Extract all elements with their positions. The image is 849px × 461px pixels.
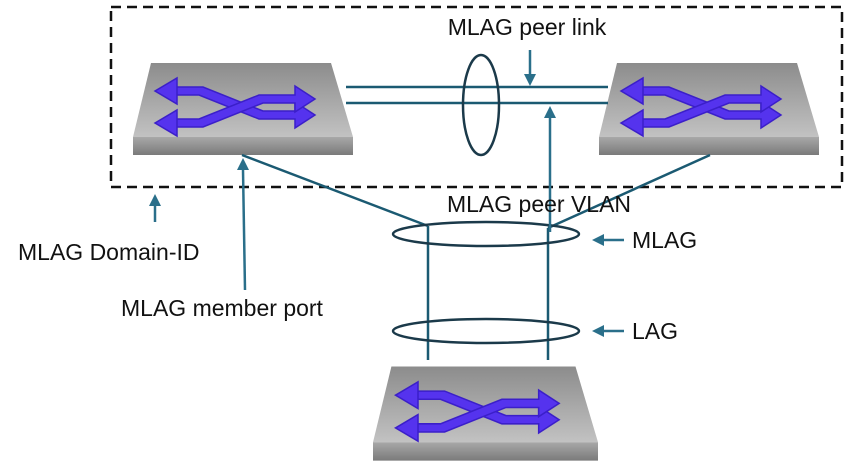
- lag-ellipse: [391, 317, 581, 345]
- switch-left-icon: [133, 62, 353, 155]
- uplink-left-diagonal: [241, 153, 429, 228]
- mlag-domain-box: [109, 5, 844, 189]
- peer-link-label: MLAG peer link: [448, 14, 607, 40]
- switch-right-icon: [599, 62, 819, 155]
- lag-label: LAG: [632, 318, 678, 344]
- mlag-label: MLAG: [632, 227, 697, 253]
- mlag-ellipse: [391, 220, 581, 248]
- uplink-right-diagonal: [547, 153, 711, 230]
- peer-vlan-label: MLAG peer VLAN: [447, 191, 631, 217]
- switch-bottom-icon: [373, 365, 598, 461]
- domain-id-label: MLAG Domain-ID: [18, 239, 199, 265]
- member-port-arrow: [241, 169, 247, 291]
- peer-link-ellipse: [461, 53, 501, 157]
- member-port-label: MLAG member port: [121, 295, 324, 321]
